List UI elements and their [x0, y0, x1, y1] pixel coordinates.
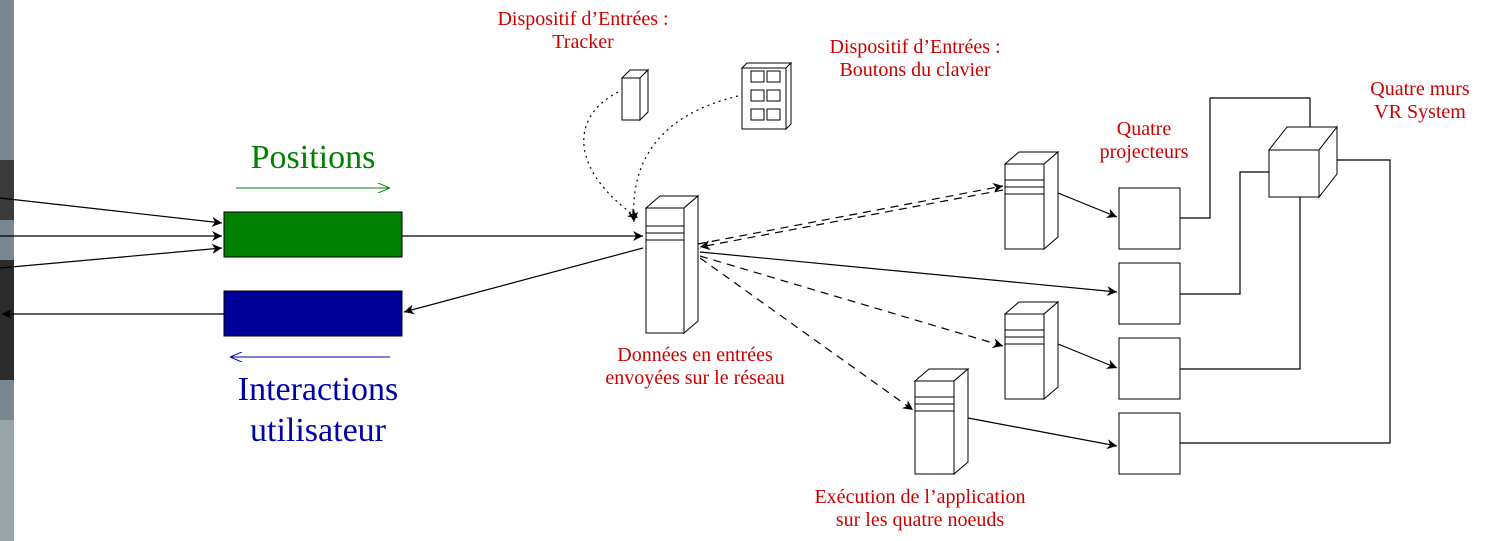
keypad-dotted-link: [628, 95, 739, 223]
interactions-label: Interactions utilisateur: [200, 370, 436, 452]
tracker-device-label: Dispositif d’Entrées : Tracker: [448, 8, 718, 54]
projector-1-icon: [1118, 187, 1181, 250]
node-2-to-projector-3: [1057, 343, 1118, 369]
keyboard-device-label: Dispositif d’Entrées : Boutons du clavie…: [780, 36, 1050, 82]
vr-walls-label-line2: VR System: [1374, 101, 1466, 123]
keyboard-device-label-line1: Dispositif d’Entrées :: [829, 36, 1001, 58]
server-to-projector-2: [699, 251, 1118, 297]
node-1-to-projector-1: [1057, 192, 1118, 218]
dashed-to-node-3: [699, 257, 914, 411]
projector-4-icon: [1118, 412, 1181, 475]
positions-label: Positions: [250, 139, 376, 176]
input-arrow-1: [0, 197, 223, 227]
dashed-from-node-1: [699, 189, 1004, 251]
positions-bar: [223, 211, 403, 258]
input-arrow-3: [0, 243, 223, 269]
execution-label-line2: sur les quatre noeuds: [835, 509, 1005, 531]
network-data-label-line2: envoyées sur le réseau: [605, 367, 785, 389]
wire-projector-3: [1180, 197, 1301, 370]
node-server-2-icon: [1003, 300, 1060, 401]
projector-3-icon: [1118, 337, 1181, 400]
node-server-3-icon: [913, 367, 970, 476]
network-data-label-line1: Données en entrées: [617, 344, 773, 366]
tracker-device-label-line1: Dispositif d’Entrées :: [497, 8, 669, 30]
node-server-1-icon: [1003, 150, 1060, 251]
wire-projector-4: [1180, 159, 1391, 444]
interactions-bar: [223, 290, 403, 337]
interactions-label-line2: utilisateur: [250, 411, 386, 449]
left-photo-strip: [0, 0, 14, 541]
keyboard-device-label-line2: Boutons du clavier: [839, 59, 991, 81]
projectors-label-line2: projecteurs: [1099, 141, 1189, 163]
network-data-label: Données en entrées envoyées sur le résea…: [560, 344, 830, 390]
tracker-device-label-line2: Tracker: [552, 31, 614, 53]
dashed-to-node-1: [697, 182, 1004, 245]
dashed-to-node-2: [699, 255, 1004, 348]
execution-label: Exécution de l’application sur les quatr…: [760, 486, 1080, 532]
projectors-label: Quatre projecteurs: [1074, 118, 1214, 164]
execution-label-line1: Exécution de l’application: [814, 486, 1026, 508]
server-to-interactions: [403, 247, 644, 315]
projector-2-icon: [1118, 262, 1181, 325]
keypad-device-icon: [740, 61, 793, 131]
cave-cube-icon: [1267, 125, 1339, 199]
wire-projector-1: [1180, 97, 1311, 219]
vr-walls-label-line1: Quatre murs: [1370, 78, 1470, 100]
interactions-label-line1: Interactions: [237, 371, 399, 408]
wire-projector-2: [1180, 171, 1269, 295]
central-server-icon: [644, 194, 700, 335]
vr-walls-label: Quatre murs VR System: [1340, 78, 1500, 124]
tracker-device-icon: [620, 68, 650, 122]
projectors-label-line1: Quatre: [1116, 118, 1172, 140]
tracker-dotted-link: [583, 91, 639, 219]
node-3-to-projector-4: [967, 417, 1118, 450]
